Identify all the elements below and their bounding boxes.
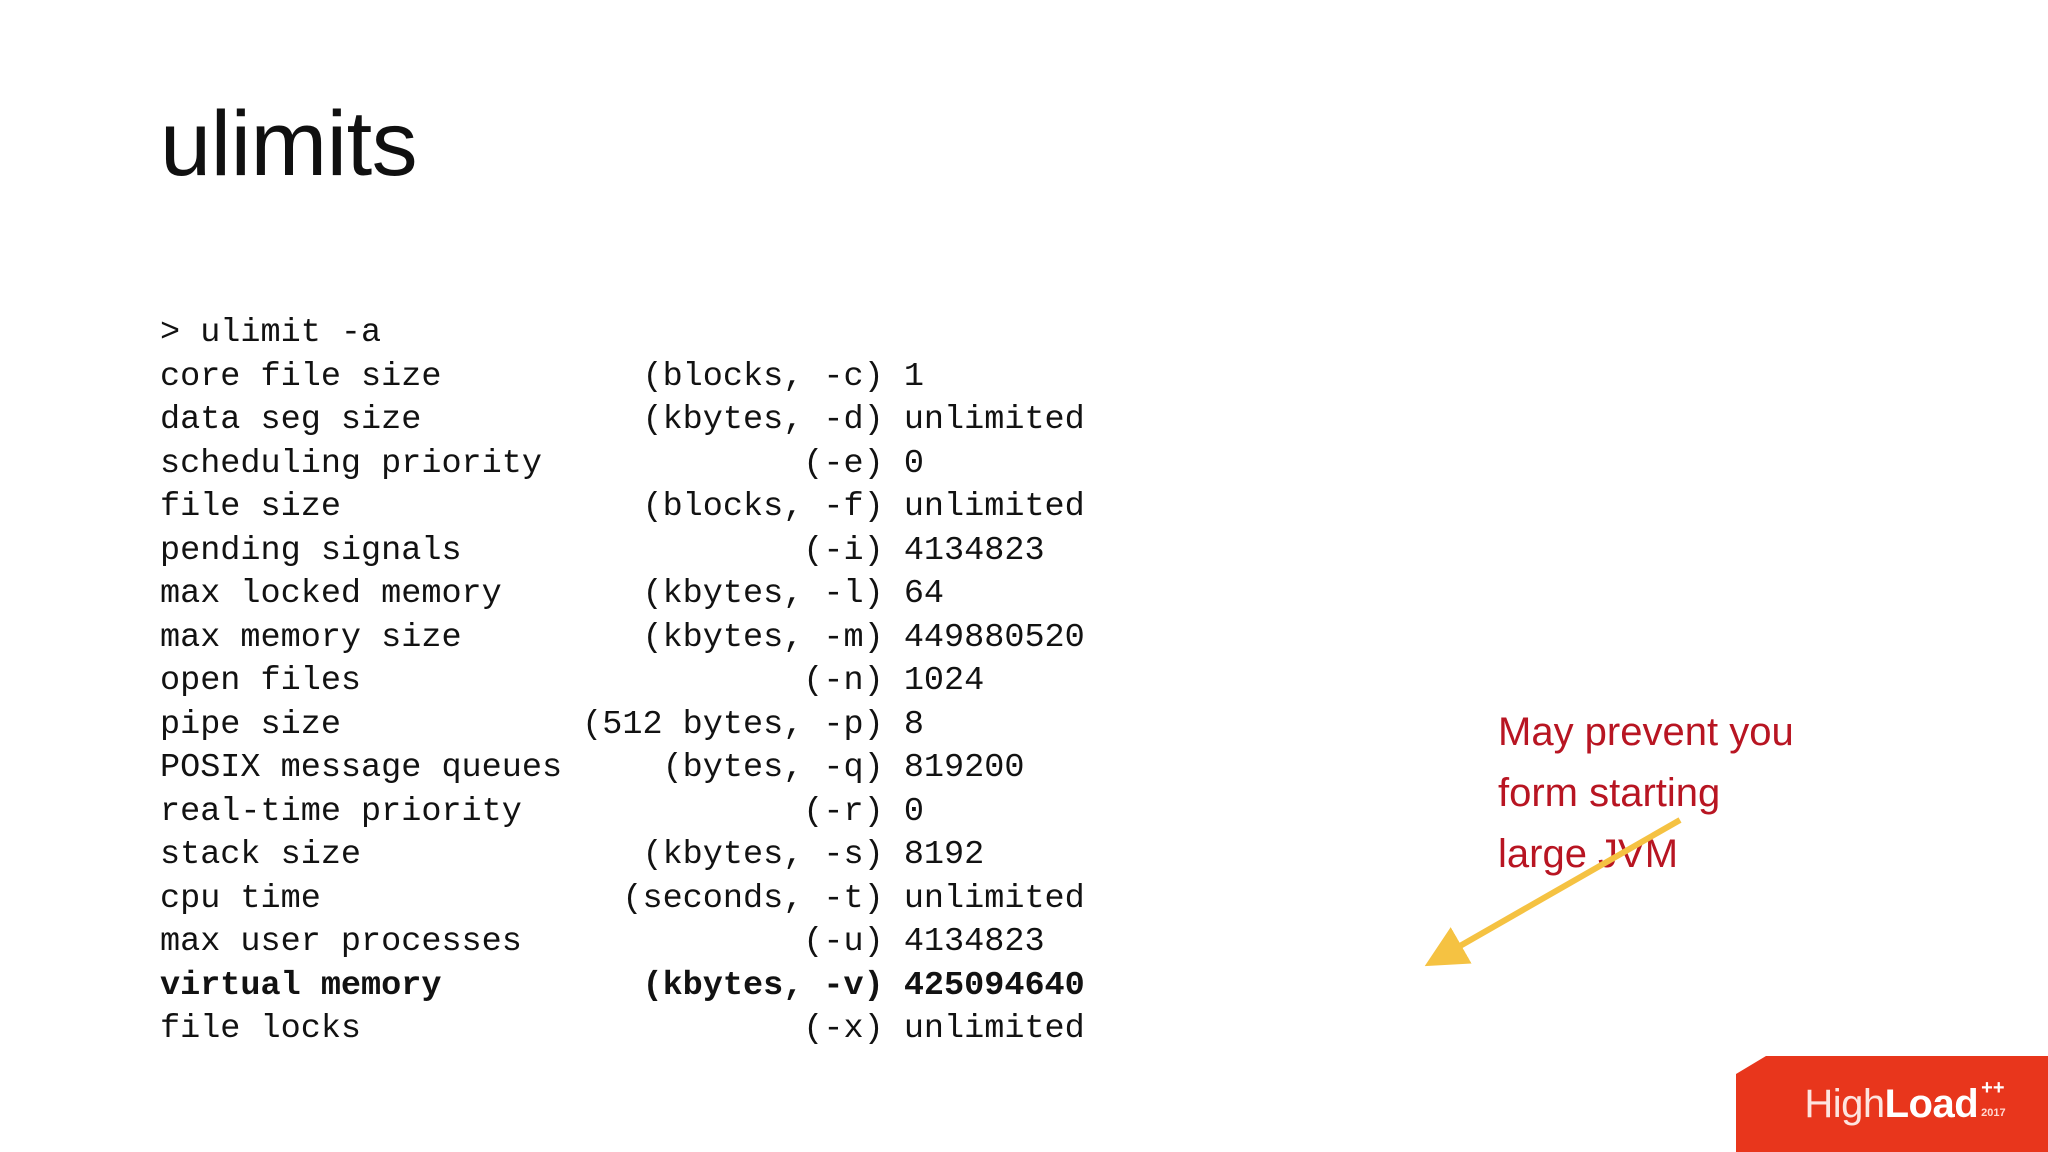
terminal-line: open files (-n) 1024 <box>160 662 985 700</box>
terminal-line: POSIX message queues (bytes, -q) 819200 <box>160 749 1025 787</box>
annotation-note: May prevent you form starting large JVM <box>1498 710 1794 876</box>
terminal-line: file locks (-x) unlimited <box>160 1010 1085 1048</box>
logo-superscript: ++ 2017 <box>1981 1076 2005 1119</box>
terminal-line: core file size (blocks, -c) 1 <box>160 357 924 396</box>
logo-plus-plus: ++ <box>1981 1076 2005 1099</box>
logo-word-high: High <box>1804 1081 1885 1126</box>
terminal-line: file size (blocks, -f) unlimited <box>160 488 1085 526</box>
page-title: ulimits <box>160 93 418 195</box>
terminal-line: pending signals (-i) 4134823 <box>160 531 1045 570</box>
terminal-output: > ulimit -a core file size (blocks, -c) 1… <box>160 312 1085 1052</box>
terminal-line: data seg size (kbytes, -d) unlimited <box>160 401 1085 439</box>
terminal-line: scheduling priority (-e) 0 <box>160 444 924 483</box>
logo-year: 2017 <box>1981 1106 2006 1119</box>
logo-word-load: Load <box>1884 1081 1979 1126</box>
terminal-line: stack size (kbytes, -s) 8192 <box>160 836 985 874</box>
terminal-line: cpu time (seconds, -t) unlimited <box>160 879 1085 918</box>
terminal-line: max user processes (-u) 4134823 <box>160 923 1045 961</box>
terminal-line: pipe size (512 bytes, -p) 8 <box>160 705 924 744</box>
terminal-line: virtual memory (kbytes, -v) 425094640 <box>160 966 1085 1005</box>
terminal-line: max memory size (kbytes, -m) 449880520 <box>160 618 1085 657</box>
terminal-line: > ulimit -a <box>160 314 382 352</box>
terminal-line: real-time priority (-r) 0 <box>160 792 924 831</box>
terminal-line: max locked memory (kbytes, -l) 64 <box>160 575 945 613</box>
